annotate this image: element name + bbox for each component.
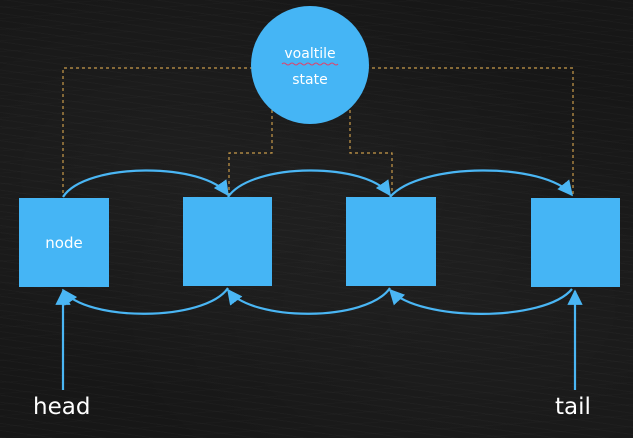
state-link-node3 bbox=[349, 110, 393, 195]
node-3 bbox=[346, 197, 436, 286]
node-head-label: node bbox=[45, 234, 82, 252]
state-link-head bbox=[62, 67, 253, 195]
state-link-node2 bbox=[228, 110, 273, 195]
node-tail bbox=[531, 198, 620, 287]
node-2 bbox=[183, 197, 272, 286]
head-label: head bbox=[33, 394, 91, 420]
volatile-state: voaltile state bbox=[251, 6, 369, 124]
state-label-line1: voaltile bbox=[284, 46, 335, 62]
spellcheck-underline bbox=[281, 62, 339, 66]
state-link-tail bbox=[366, 67, 574, 195]
next-links bbox=[62, 169, 573, 198]
next-arrow-2 bbox=[227, 169, 391, 198]
state-label-line2: state bbox=[292, 72, 327, 88]
pointer-arrows bbox=[55, 289, 583, 390]
prev-arrow-3 bbox=[388, 288, 573, 315]
node-head bbox=[19, 198, 109, 287]
prev-arrow-1 bbox=[62, 287, 229, 315]
state-circle bbox=[251, 6, 369, 124]
prev-links bbox=[62, 287, 573, 315]
next-arrow-1 bbox=[62, 169, 229, 198]
tail-label: tail bbox=[555, 394, 591, 420]
next-arrow-3 bbox=[389, 169, 573, 198]
prev-arrow-2 bbox=[227, 287, 391, 315]
node-list: node bbox=[19, 197, 620, 287]
state-links bbox=[62, 67, 574, 195]
